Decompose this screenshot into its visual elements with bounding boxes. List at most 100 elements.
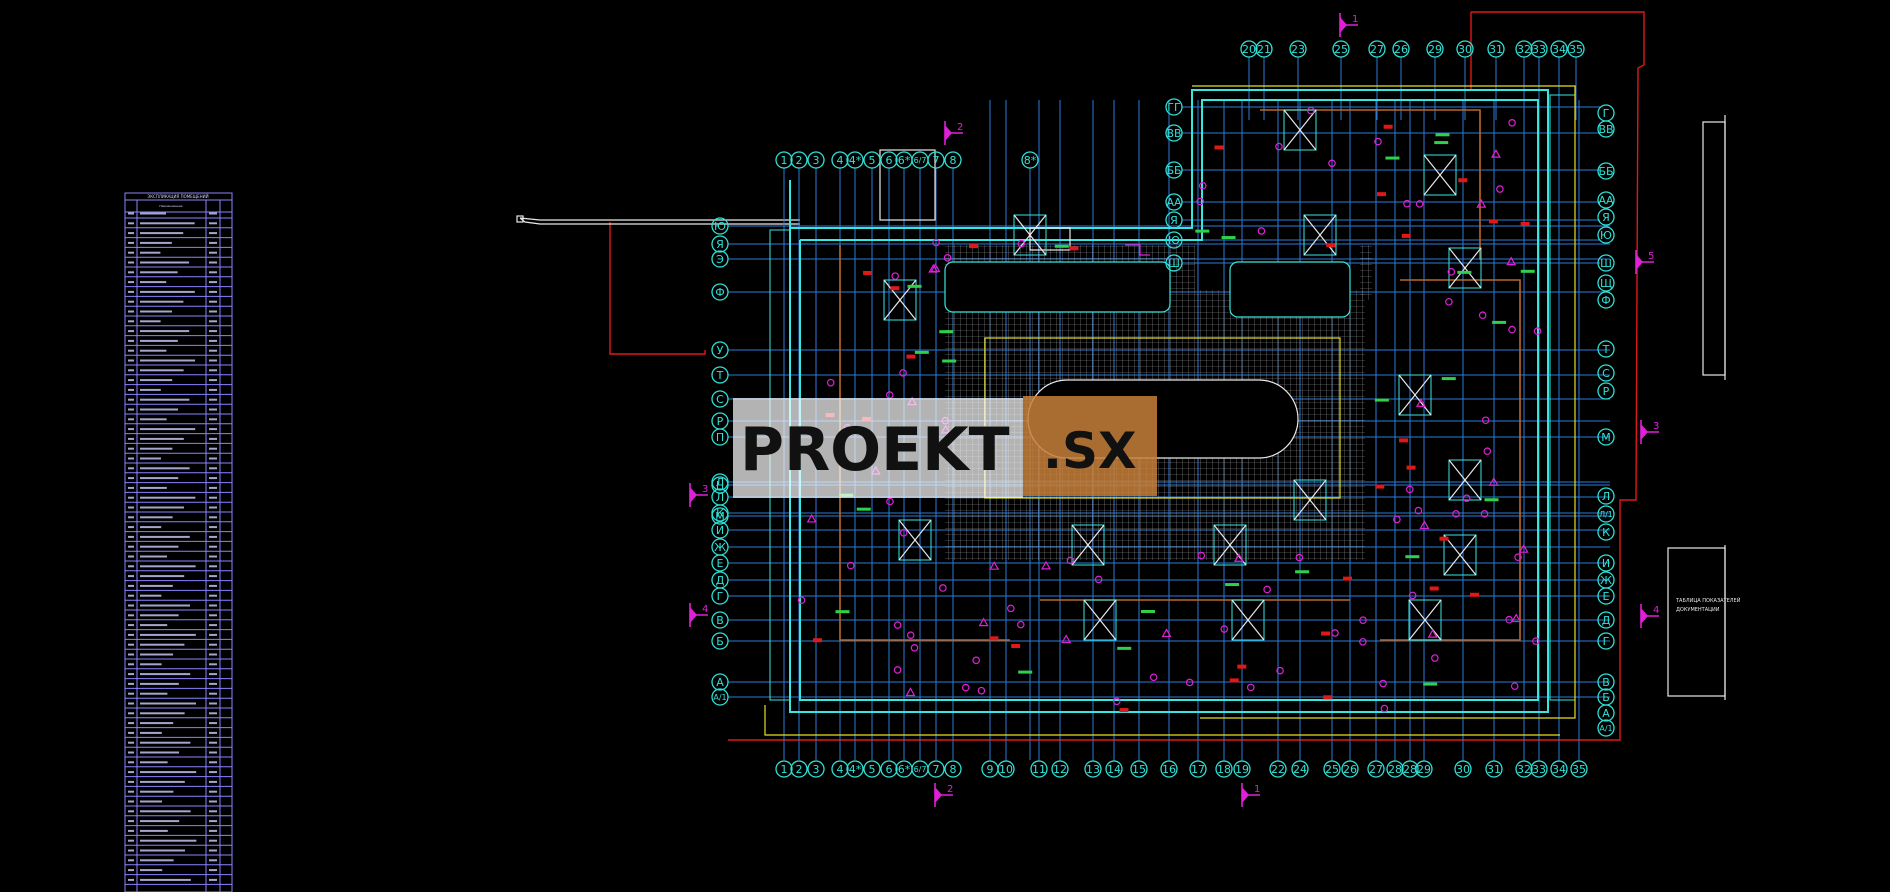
legend-row-area: [209, 584, 217, 587]
legend-row-text: [140, 869, 163, 872]
axis-bottom-31-label: 31: [1487, 763, 1501, 776]
axis-right-23: А: [1597, 704, 1615, 722]
legend-row-text: [140, 290, 195, 293]
triangle-marker: [1040, 560, 1052, 570]
axis-left-5-label: Т: [716, 369, 724, 382]
legend-row-area: [209, 300, 217, 303]
column-marker: [1510, 682, 1519, 690]
section-mark-label: 2: [957, 122, 963, 133]
column-marker: [1185, 678, 1194, 687]
axis-bottom-6: 6: [880, 760, 898, 778]
axis-left-14-label: И: [716, 524, 724, 537]
door-marker: [989, 636, 999, 641]
column-marker: [1263, 585, 1271, 594]
legend-row-num: [128, 379, 134, 382]
stair-cross: [1408, 599, 1442, 641]
legend-row-text: [140, 722, 174, 725]
axis-left-12: Л: [711, 488, 729, 506]
stair-cross: [1213, 524, 1247, 566]
axis-left-11-label: Л: [716, 476, 724, 489]
axis-bottom-2: 3: [807, 760, 825, 778]
axis-left-8: П: [711, 428, 729, 446]
axis-right-14-label: Л/1: [1599, 510, 1613, 519]
column-marker: [1447, 268, 1456, 276]
axis-upperleft-1-label: ВВ: [1166, 127, 1181, 140]
column-marker: [1533, 327, 1542, 335]
axis-left-18: Г: [711, 587, 729, 605]
legend-row-num: [128, 878, 134, 881]
section-mark-8: 1: [1241, 783, 1260, 807]
column-marker: [1066, 556, 1075, 565]
column-marker: [1379, 679, 1387, 688]
axis-left-5: Т: [711, 366, 729, 384]
axis-right-10-label: С: [1602, 367, 1610, 380]
triangle-marker: [1511, 613, 1522, 623]
legend-row-area: [209, 761, 217, 764]
site-boundary: [609, 11, 1645, 741]
axis-left-8-label: П: [716, 431, 724, 444]
axis-right-21-label: В: [1602, 676, 1610, 689]
axis-left-20-label: Б: [716, 635, 724, 648]
axis-bottom-0: 1: [775, 760, 793, 778]
legend-row-num: [128, 741, 134, 744]
axis-bottom-13: 11: [1030, 760, 1048, 778]
door-marker: [906, 354, 916, 359]
legend-row-text: [140, 261, 189, 264]
legend-row-num: [128, 398, 134, 401]
axis-left-0: Ю: [711, 217, 729, 235]
axis-bottom-18: 16: [1160, 760, 1178, 778]
axis-bottom-34-label: 34: [1552, 763, 1566, 776]
legend-row-area: [209, 751, 217, 754]
axis-right-12: М: [1597, 428, 1615, 446]
green-tag: [1140, 609, 1155, 613]
door-marker: [1439, 536, 1449, 541]
stairwell: [1448, 459, 1482, 501]
legend-row-text: [140, 829, 168, 832]
legend-row-num: [128, 545, 134, 548]
axis-right-11-label: Р: [1603, 385, 1610, 398]
legend-row-text: [140, 437, 184, 440]
column-marker: [1496, 185, 1504, 193]
axis-topleft-1: 2: [790, 151, 808, 169]
stair-cross: [1283, 109, 1317, 151]
door-marker: [1375, 484, 1385, 489]
axis-left-22: А/1: [711, 688, 729, 706]
axis-right-7: Щ: [1597, 274, 1615, 292]
axis-bottom-14: 12: [1051, 760, 1069, 778]
axis-bottom-6-label: 6: [886, 763, 893, 776]
axis-left-0-label: Ю: [714, 220, 726, 233]
axis-left-15: Ж: [711, 538, 729, 556]
axis-bottom-26: 27: [1367, 760, 1385, 778]
legend-row-area: [209, 271, 217, 274]
column-marker: [1405, 485, 1414, 494]
axis-bottom-30-label: 30: [1456, 763, 1470, 776]
axis-topleft-2: 3: [807, 151, 825, 169]
stair-cross: [1443, 534, 1477, 576]
axis-bottom-2-label: 3: [813, 763, 820, 776]
axis-topleft-8-label: 6/7: [914, 156, 927, 165]
legend-row-num: [128, 447, 134, 450]
stair-cross: [1071, 524, 1105, 566]
legend-row-area: [209, 486, 217, 489]
axis-bottom-10-label: 8: [950, 763, 957, 776]
door-marker: [1429, 586, 1439, 591]
legend-row-text: [140, 565, 196, 568]
legend-row-text: [140, 878, 191, 881]
legend-row-num: [128, 643, 134, 646]
legend-row-area: [209, 545, 217, 548]
legend-row-text: [140, 751, 179, 754]
axis-right-5: Ю: [1597, 226, 1615, 244]
stairwell: [1423, 154, 1457, 196]
axis-right-15: К: [1597, 523, 1615, 541]
stair-cross: [1083, 599, 1117, 641]
legend-row-num: [128, 251, 134, 254]
legend-row-area: [209, 379, 217, 382]
legend-row-text: [140, 535, 190, 538]
stairwell: [1303, 214, 1337, 256]
legend-row-area: [209, 800, 217, 803]
green-tag: [1054, 244, 1069, 248]
axis-right-20-label: Г: [1603, 635, 1610, 648]
watermark-part2: .SX: [1043, 422, 1137, 480]
column-marker: [1415, 200, 1424, 208]
